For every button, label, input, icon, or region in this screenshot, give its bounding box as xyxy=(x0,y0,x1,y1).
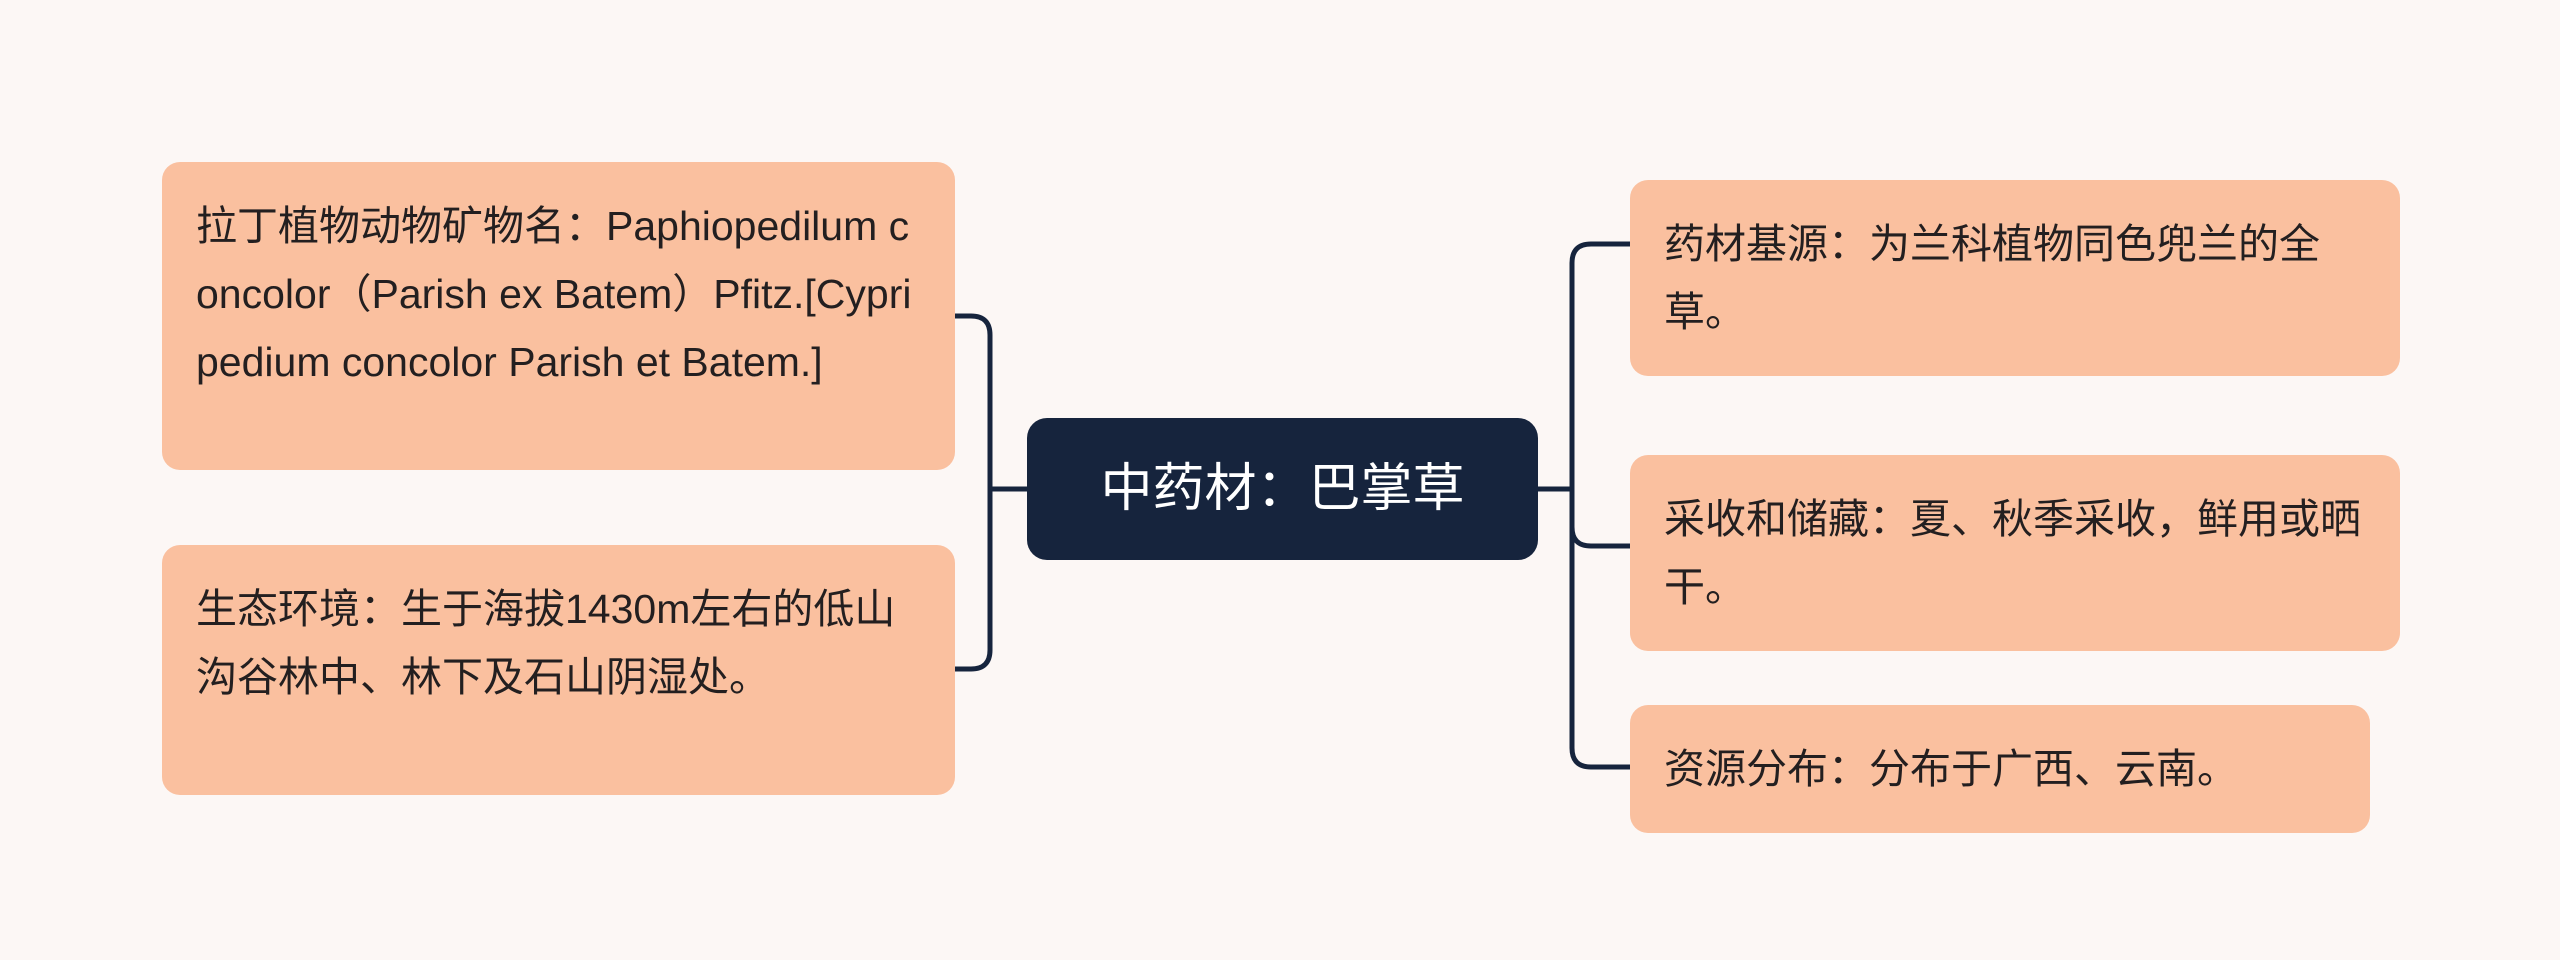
branch-node-source-label: 药材基源：为兰科植物同色兜兰的全草。 xyxy=(1664,221,2320,335)
branch-node-distribution[interactable]: 资源分布：分布于广西、云南。 xyxy=(1630,705,2370,833)
branch-node-harvest[interactable]: 采收和储藏：夏、秋季采收，鲜用或晒干。 xyxy=(1630,455,2400,651)
root-node-label: 中药材：巴掌草 xyxy=(1100,460,1465,518)
branch-node-harvest-label: 采收和储藏：夏、秋季采收，鲜用或晒干。 xyxy=(1664,496,2361,610)
branch-node-latin-name[interactable]: 拉丁植物动物矿物名：Paphiopedilum concolor（Parish … xyxy=(162,162,955,470)
branch-node-ecology[interactable]: 生态环境：生于海拔1430m左右的低山沟谷林中、林下及石山阴湿处。 xyxy=(162,545,955,795)
branch-node-source[interactable]: 药材基源：为兰科植物同色兜兰的全草。 xyxy=(1630,180,2400,376)
branch-node-distribution-label: 资源分布：分布于广西、云南。 xyxy=(1664,746,2238,792)
connector-right-branch-1 xyxy=(1569,241,1630,264)
branch-node-ecology-label: 生态环境：生于海拔1430m左右的低山沟谷林中、林下及石山阴湿处。 xyxy=(196,586,896,700)
connector-right-branch-2 xyxy=(1569,526,1630,549)
connector-right-branch-3 xyxy=(1569,747,1630,770)
branch-node-latin-name-label: 拉丁植物动物矿物名：Paphiopedilum concolor（Parish … xyxy=(196,203,912,385)
root-node[interactable]: 中药材：巴掌草 xyxy=(1027,418,1538,560)
connector-left-branch-1 xyxy=(955,313,993,336)
connector-left-branch-2 xyxy=(955,649,993,672)
